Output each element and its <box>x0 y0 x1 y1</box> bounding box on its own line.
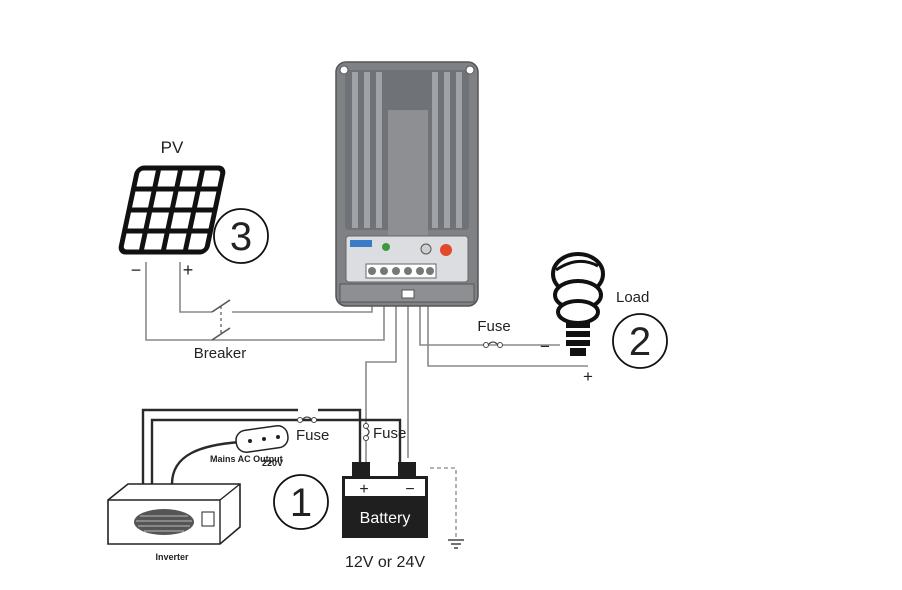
load-number-badge: 2 <box>612 313 668 369</box>
breaker-switch <box>211 299 231 341</box>
battery-positive-terminal <box>352 462 370 476</box>
outlet-voltage-label: 220V <box>262 458 283 468</box>
battery-fuse-label: Fuse <box>373 425 406 442</box>
pv-positive-wire <box>179 262 212 313</box>
battery-negative-terminal <box>398 462 416 476</box>
inverter <box>107 483 241 545</box>
light-bulb-icon <box>551 252 605 356</box>
battery-label: Battery <box>360 510 411 527</box>
pv-negative-sign: − <box>131 260 142 280</box>
status-led-green <box>382 243 390 251</box>
load-label: Load <box>616 289 649 306</box>
pv-label: PV <box>161 138 184 157</box>
controller-logo <box>350 240 372 247</box>
inverter-switch <box>201 511 215 527</box>
load-fuse-icon <box>483 341 503 348</box>
ground-icon <box>448 539 464 549</box>
load-positive-sign: + <box>583 367 593 386</box>
control-knob <box>420 243 432 255</box>
inverter-positive-wire-battery <box>318 408 362 462</box>
battery-voltage-label: 12V or 24V <box>345 554 425 571</box>
mains-output-cable <box>170 440 241 485</box>
svg-text:1: 1 <box>290 481 312 525</box>
ground-wire <box>430 467 457 540</box>
terminal-block <box>365 263 437 279</box>
status-led-red <box>440 244 452 256</box>
inverter-fuse-icon <box>297 416 317 423</box>
load-negative-sign: − <box>540 337 550 356</box>
battery-positive-wire <box>365 282 397 412</box>
pv-panel: PV − + <box>118 138 226 280</box>
battery-positive-sign: + <box>359 481 368 498</box>
inverter-negative-wire <box>150 418 402 484</box>
inverter-label: Inverter <box>155 552 189 562</box>
heatsink-fins <box>352 72 462 228</box>
load-fuse-label: Fuse <box>477 318 510 335</box>
svg-text:3: 3 <box>230 215 252 259</box>
breaker-label: Breaker <box>194 345 247 362</box>
svg-text:2: 2 <box>629 320 651 364</box>
battery: + − Battery <box>342 462 428 538</box>
controller-center-plate <box>388 110 428 238</box>
outlet-strip <box>235 425 289 453</box>
charge-controller <box>335 61 479 307</box>
battery-number-badge: 1 <box>273 474 329 530</box>
mains-output-label: Mains AC Output <box>210 454 283 464</box>
inverter-fuse-label: Fuse <box>296 427 329 444</box>
inverter-fan-grille <box>134 509 194 535</box>
pv-positive-sign: + <box>183 260 194 280</box>
inverter-positive-wire <box>141 408 298 484</box>
battery-negative-sign: − <box>405 481 414 498</box>
pv-number-badge: 3 <box>213 208 269 264</box>
battery-fuse-icon <box>363 423 370 441</box>
pv-negative-wire <box>145 262 385 341</box>
load-positive-wire <box>427 282 588 367</box>
